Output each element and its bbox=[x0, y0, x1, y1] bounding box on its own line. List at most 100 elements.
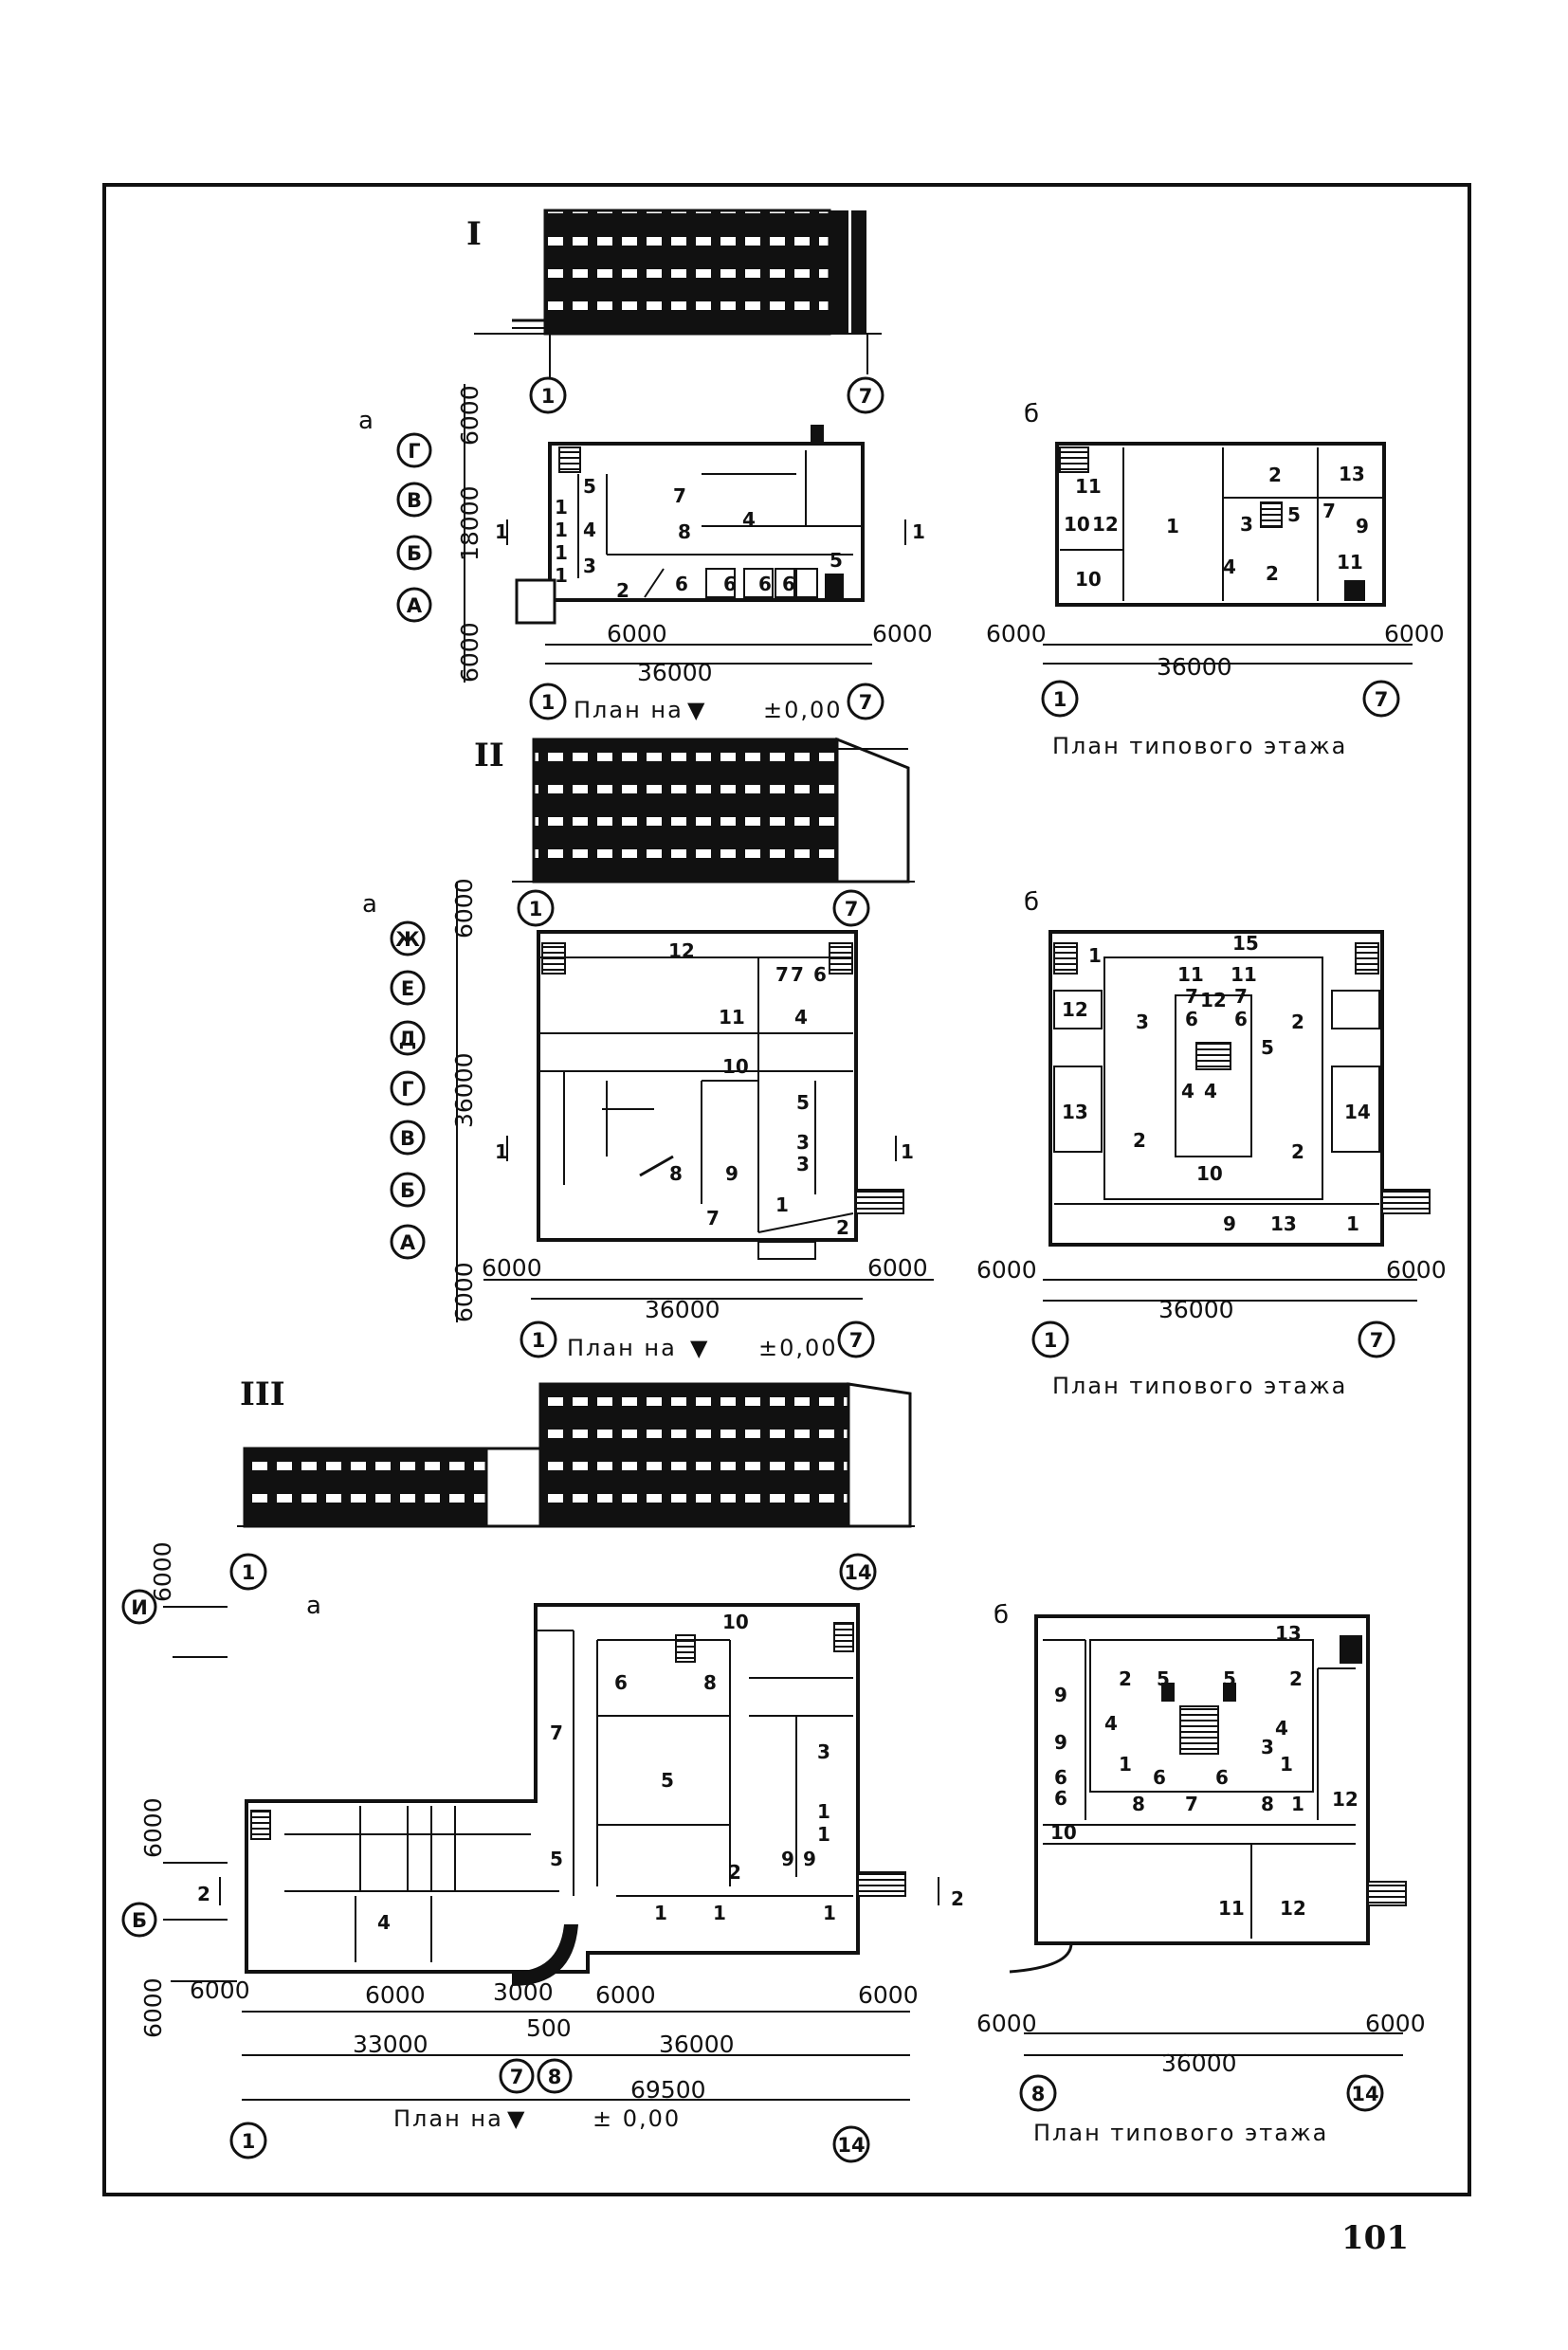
room-label: 7 bbox=[1185, 1793, 1198, 1815]
axis-row-G: Г bbox=[396, 432, 432, 468]
room-label: 10 bbox=[722, 1055, 749, 1078]
room-label: 5 bbox=[1157, 1667, 1170, 1690]
room-label: 12 bbox=[1062, 998, 1088, 1021]
dim-left: 6000 bbox=[482, 1254, 542, 1282]
room-label: 7 bbox=[1185, 985, 1198, 1008]
plan-letter: б bbox=[1024, 400, 1039, 428]
room-label: 2 bbox=[1289, 1667, 1303, 1690]
plan-caption: План на bbox=[567, 1335, 677, 1361]
plan-letter: а bbox=[306, 1592, 321, 1620]
room-label: 13 bbox=[1275, 1622, 1302, 1645]
plan-level: ± 0,00 bbox=[593, 2105, 681, 2132]
dim-left-total: 33000 bbox=[353, 2031, 428, 2058]
scheme-III-elev-axis-1: 1 bbox=[229, 1553, 267, 1591]
plan-letter: а bbox=[362, 890, 377, 919]
room-label: 1 bbox=[817, 1800, 830, 1823]
axis-col-14: 14 bbox=[832, 2125, 870, 2163]
room-label: 11 bbox=[1337, 551, 1363, 574]
dim-d2: 6000 bbox=[365, 1981, 426, 2009]
room-label: 3 bbox=[817, 1740, 830, 1763]
room-label: 2 bbox=[1266, 562, 1279, 585]
room-label: 8 bbox=[1261, 1793, 1274, 1815]
room-label: 7 bbox=[775, 963, 789, 986]
room-label: 11 bbox=[1177, 963, 1204, 986]
room-label: 1 bbox=[775, 1193, 789, 1216]
dim-bottom: 6000 bbox=[456, 622, 483, 683]
room-label: 1 bbox=[1346, 1212, 1359, 1235]
room-label: 1 bbox=[713, 1902, 726, 1924]
dim-total: 36000 bbox=[1157, 653, 1232, 681]
svg-text:Б: Б bbox=[407, 542, 422, 565]
room-label: 8 bbox=[669, 1162, 683, 1185]
svg-text:7: 7 bbox=[845, 898, 859, 920]
plan-level: ±0,00 bbox=[763, 697, 843, 723]
svg-text:В: В bbox=[407, 489, 422, 512]
svg-text:1: 1 bbox=[541, 691, 556, 714]
room-label: 5 bbox=[1287, 503, 1301, 526]
svg-text:Ж: Ж bbox=[395, 928, 420, 951]
room-label: 1 bbox=[1088, 944, 1102, 967]
room-label: 7 bbox=[673, 484, 686, 507]
dim-left: 6000 bbox=[976, 1256, 1037, 1284]
dim-left: 6000 bbox=[976, 2010, 1037, 2037]
room-label: 12 bbox=[1092, 513, 1119, 536]
dim-right: 6000 bbox=[1365, 2010, 1426, 2037]
axis-row-I: И bbox=[121, 1589, 157, 1625]
dim-right: 6000 bbox=[1386, 1256, 1447, 1284]
room-label: 5 bbox=[550, 1848, 563, 1870]
axis-row-B: Б bbox=[121, 1902, 157, 1938]
dim-right: 6000 bbox=[867, 1254, 928, 1282]
level-symbol: ▼ bbox=[507, 2105, 526, 2132]
dim-top: 6000 bbox=[456, 385, 483, 446]
section-mark: 1 bbox=[912, 520, 925, 543]
room-label: 8 bbox=[678, 520, 691, 543]
svg-text:7: 7 bbox=[859, 385, 873, 408]
room-label: 4 bbox=[377, 1911, 391, 1934]
room-label: 6 bbox=[1185, 1008, 1198, 1030]
plan-caption: План на bbox=[574, 697, 684, 723]
axis-col-1: 1 bbox=[1041, 680, 1079, 718]
scheme-I-elev-axis-7: 7 bbox=[847, 376, 884, 414]
section-mark: 2 bbox=[951, 1887, 964, 1910]
dim-bottom: 6000 bbox=[139, 1977, 167, 2038]
axis-row-Zh: Ж bbox=[390, 920, 426, 956]
svg-text:1: 1 bbox=[529, 898, 543, 920]
room-label: 11 bbox=[1218, 1897, 1245, 1920]
room-label: 5 bbox=[1223, 1667, 1236, 1690]
room-label: 1 bbox=[1280, 1753, 1293, 1776]
scheme-I-numeral: I bbox=[466, 215, 482, 253]
room-label: 3 bbox=[1136, 1011, 1149, 1033]
page-number: 101 bbox=[1341, 2219, 1409, 2257]
room-label: 9 bbox=[1223, 1212, 1236, 1235]
room-label: 2 bbox=[616, 579, 629, 602]
room-label: 13 bbox=[1270, 1212, 1297, 1235]
svg-text:В: В bbox=[400, 1127, 415, 1150]
svg-text:1: 1 bbox=[242, 2130, 256, 2153]
room-label: 2 bbox=[1133, 1129, 1146, 1152]
room-label: 12 bbox=[1200, 989, 1227, 1011]
svg-text:Г: Г bbox=[408, 440, 420, 463]
section-mark: 1 bbox=[495, 1140, 508, 1163]
room-label: 5 bbox=[796, 1091, 810, 1114]
room-label: 7 bbox=[791, 963, 804, 986]
dim-total: 36000 bbox=[1158, 1296, 1234, 1323]
scheme-II-ground-plan: а 12 7 7 6 11 4 10 5 3 bbox=[362, 878, 934, 1361]
room-label: 4 bbox=[1204, 1080, 1217, 1102]
axis-row-A: А bbox=[390, 1224, 426, 1260]
svg-text:14: 14 bbox=[1351, 2083, 1378, 2105]
scheme-III-elevation bbox=[237, 1382, 915, 1528]
room-label: 15 bbox=[1232, 932, 1259, 955]
room-label: 6 bbox=[675, 573, 688, 595]
axis-col-1: 1 bbox=[229, 2122, 267, 2159]
room-label: 9 bbox=[803, 1848, 816, 1870]
plan-letter: б bbox=[1024, 888, 1039, 917]
room-label: 4 bbox=[742, 508, 756, 531]
axis-row-A: А bbox=[396, 587, 432, 623]
svg-text:Г: Г bbox=[401, 1078, 413, 1101]
dim-d4: 6000 bbox=[595, 1981, 656, 2009]
axis-row-B: Б bbox=[390, 1172, 426, 1208]
scheme-II-typical-plan: б 15 1 12 11 11 3 7 7 12 2 6 6 5 bbox=[976, 888, 1447, 1399]
dim-right: 6000 bbox=[872, 620, 933, 647]
dim-gap: 500 bbox=[526, 2014, 572, 2042]
plan-caption: План типового этажа bbox=[1052, 1373, 1347, 1399]
